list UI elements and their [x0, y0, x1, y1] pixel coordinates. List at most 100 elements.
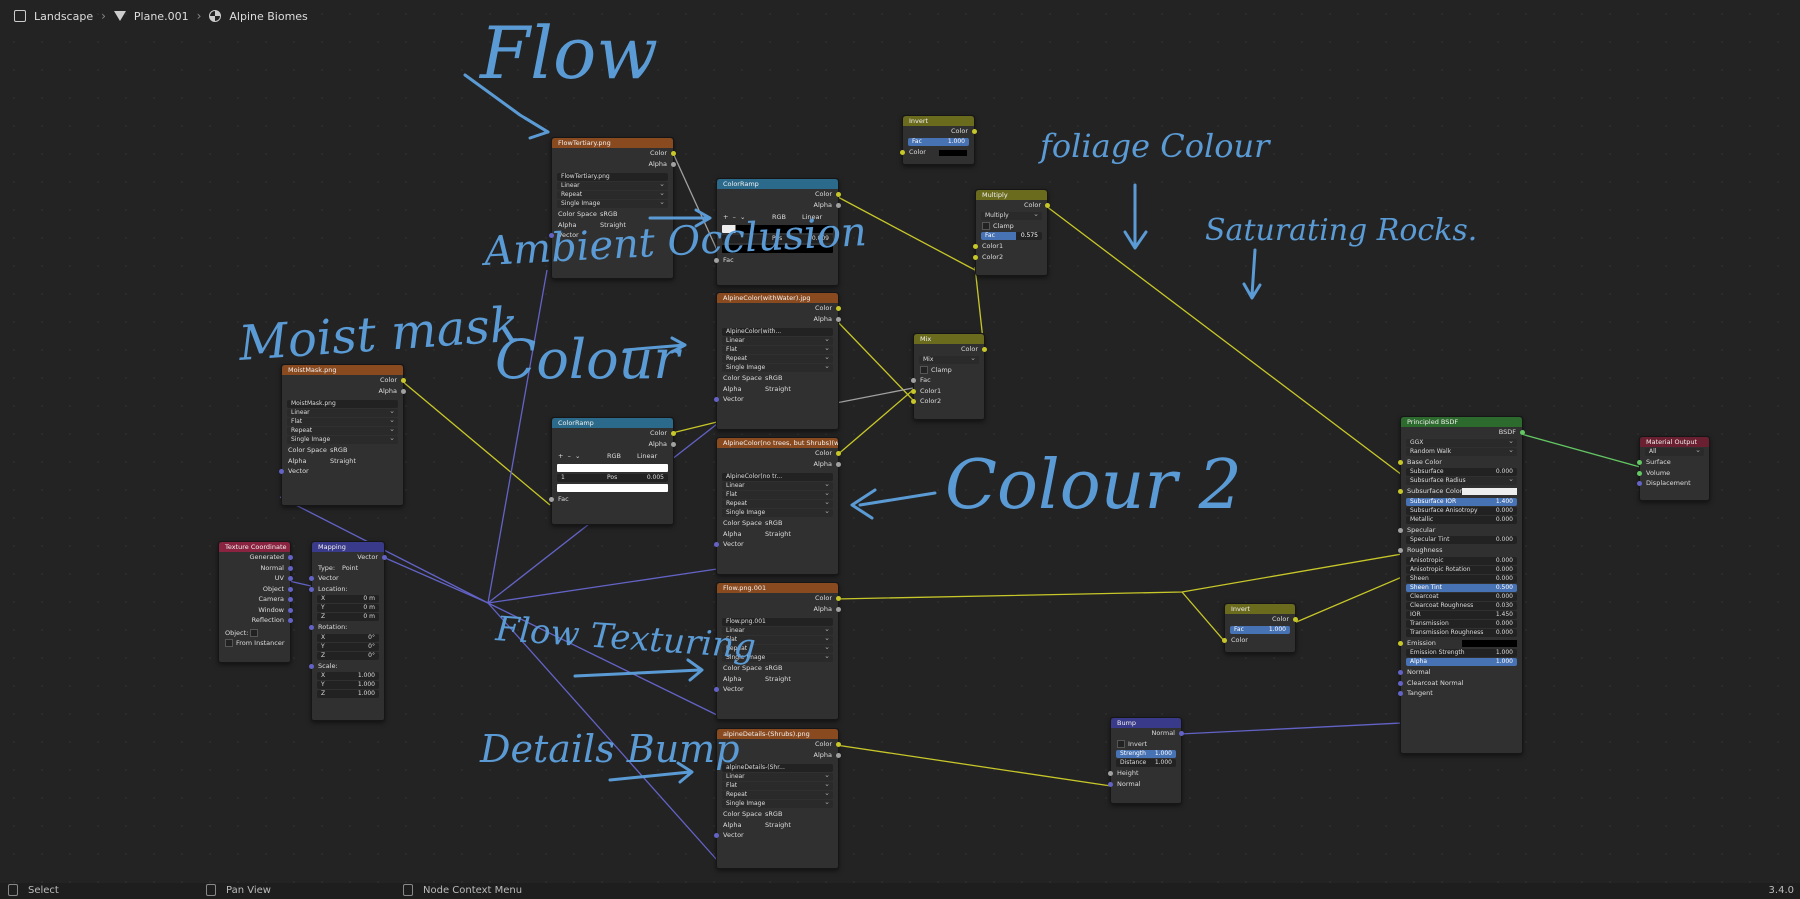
blend-mode-select[interactable]: Mix [919, 355, 979, 364]
image-texture-node-alpine-color[interactable]: AlpineColor(withWater).jpg Color Alpha A… [714, 292, 841, 430]
ramp-color-swatch[interactable] [557, 483, 668, 492]
node-header[interactable]: MoistMask.png [282, 365, 403, 375]
image-file-field[interactable]: AlpineColor(no tr... [722, 473, 833, 481]
source-select[interactable]: Single Image [557, 200, 668, 208]
node-header[interactable]: Invert [1225, 604, 1295, 614]
target-select[interactable]: All [1645, 448, 1704, 456]
colorspace-row[interactable]: Color Space sRGB [723, 664, 783, 672]
subsurface-method-select[interactable]: Random Walk [1406, 447, 1517, 456]
bsdf-input-subsurface-color[interactable]: Subsurface Color [1398, 486, 1522, 497]
mapping-type-row[interactable]: Type: Point [318, 563, 359, 572]
invert-checkbox[interactable]: Invert [1111, 739, 1181, 750]
clamp-checkbox[interactable]: Clamp [914, 365, 984, 376]
blend-mode-select[interactable]: Multiply [981, 211, 1042, 220]
extension-select[interactable]: Repeat [287, 427, 398, 435]
color-ramp-gradient[interactable] [722, 224, 833, 233]
node-header[interactable]: Mapping [312, 542, 384, 552]
image-texture-node-flow[interactable]: FlowTertiary.png Color Alpha FlowTertiar… [549, 137, 676, 279]
breadcrumb-material[interactable]: Alpine Biomes [229, 9, 308, 23]
alpha-mode-row[interactable]: Alpha Straight [723, 384, 791, 393]
node-header[interactable]: alpineDetails-(Shrubs).png [717, 729, 838, 739]
color-ramp-gradient[interactable] [557, 463, 668, 472]
interpolation-select[interactable]: Linear [722, 337, 833, 345]
source-select[interactable]: Single Image [722, 509, 833, 517]
bsdf-input-emission[interactable]: Emission [1398, 638, 1522, 649]
ramp-color-swatch[interactable] [722, 244, 833, 253]
colorspace-row[interactable]: Color Space sRGB [723, 519, 783, 527]
colorspace-row[interactable]: Color Space sRGB [723, 374, 783, 382]
alpha-mode-row[interactable]: Alpha Straight [558, 220, 626, 229]
image-texture-node-details[interactable]: alpineDetails-(Shrubs).png Color Alpha a… [714, 728, 841, 869]
node-header[interactable]: Mix [914, 334, 984, 344]
projection-select[interactable]: Flat [722, 636, 833, 644]
distribution-select[interactable]: GGX [1406, 438, 1517, 447]
alpha-mode-row[interactable]: Alpha Straight [723, 674, 791, 683]
extension-select[interactable]: Repeat [557, 191, 668, 199]
node-header[interactable]: ColorRamp [552, 418, 673, 428]
colorspace-row[interactable]: Color Space sRGB [558, 210, 618, 218]
colorspace-row[interactable]: Color Space sRGB [723, 810, 783, 818]
mix-node[interactable]: Mix Color Mix Clamp Fac Color1 Color2 [911, 333, 987, 420]
projection-select[interactable]: Flat [722, 491, 833, 499]
interpolation-select[interactable]: Linear [287, 409, 398, 417]
source-select[interactable]: Single Image [287, 436, 398, 444]
node-header[interactable]: Principled BSDF [1401, 417, 1522, 427]
node-header[interactable]: Texture Coordinate [219, 542, 290, 552]
node-header[interactable]: ColorRamp [717, 179, 838, 189]
source-select[interactable]: Single Image [722, 364, 833, 372]
node-header[interactable]: Invert [903, 116, 974, 126]
projection-select[interactable]: Flat [722, 346, 833, 354]
image-file-field[interactable]: MoistMask.png [287, 400, 398, 408]
image-file-field[interactable]: FlowTertiary.png [557, 173, 668, 181]
node-header[interactable]: AlpineColor(withWater).jpg [717, 293, 838, 303]
image-texture-node-flowing[interactable]: Flow.png.001 Color Alpha Flow.png.001 Li… [714, 582, 841, 720]
node-header[interactable]: Bump [1111, 718, 1181, 728]
alpha-mode-row[interactable]: Alpha Straight [723, 529, 791, 538]
projection-select[interactable]: Flat [287, 418, 398, 426]
material-output-node[interactable]: Material Output All Surface Volume Displ… [1637, 436, 1710, 501]
extension-select[interactable]: Repeat [722, 500, 833, 508]
extension-select[interactable]: Repeat [722, 355, 833, 363]
image-file-field[interactable]: AlpineColor(with... [722, 328, 833, 336]
projection-select[interactable]: Flat [722, 782, 833, 790]
interpolation-select[interactable]: Linear [722, 773, 833, 781]
colorspace-row[interactable]: Color Space sRGB [288, 446, 348, 454]
breadcrumb-landscape[interactable]: Landscape [34, 9, 94, 23]
mapping-node[interactable]: Mapping Vector Type: Point Vector Locati… [309, 541, 387, 721]
image-file-field[interactable]: Flow.png.001 [722, 618, 833, 626]
image-file-field[interactable]: alpineDetails-(Shr... [722, 764, 833, 772]
alpha-mode-row[interactable]: Alpha Straight [723, 820, 791, 829]
